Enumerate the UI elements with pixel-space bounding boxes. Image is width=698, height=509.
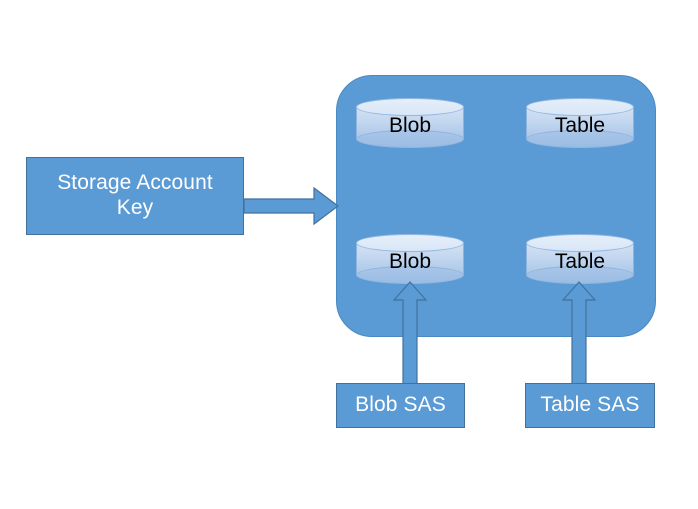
cylinder-bottom-cap — [526, 130, 634, 148]
blob-top-label: Blob — [388, 114, 432, 137]
table-top-label: Table — [554, 114, 606, 137]
table-sas-box[interactable]: Table SAS — [525, 383, 655, 428]
storage-account-key-box[interactable]: Storage Account Key — [26, 157, 244, 235]
blob-sas-up-arrow — [392, 281, 428, 386]
blob-sas-label: Blob SAS — [355, 393, 446, 417]
cylinder-top-cap — [526, 98, 634, 116]
cylinder-top-cap — [526, 234, 634, 252]
storage-account-key-label: Storage Account Key — [57, 171, 213, 219]
storage-key-right-arrow — [243, 186, 339, 226]
blob-bottom-label: Blob — [388, 250, 432, 273]
cylinder-top-cap — [356, 98, 464, 116]
blob-bottom-cylinder: Blob — [356, 234, 464, 284]
table-top-cylinder: Table — [526, 98, 634, 148]
blob-top-cylinder: Blob — [356, 98, 464, 148]
table-sas-label: Table SAS — [540, 393, 640, 417]
table-sas-up-arrow — [561, 281, 597, 386]
cylinder-bottom-cap — [356, 130, 464, 148]
blob-sas-box[interactable]: Blob SAS — [336, 383, 465, 428]
table-bottom-label: Table — [554, 250, 606, 273]
cylinder-top-cap — [356, 234, 464, 252]
table-bottom-cylinder: Table — [526, 234, 634, 284]
